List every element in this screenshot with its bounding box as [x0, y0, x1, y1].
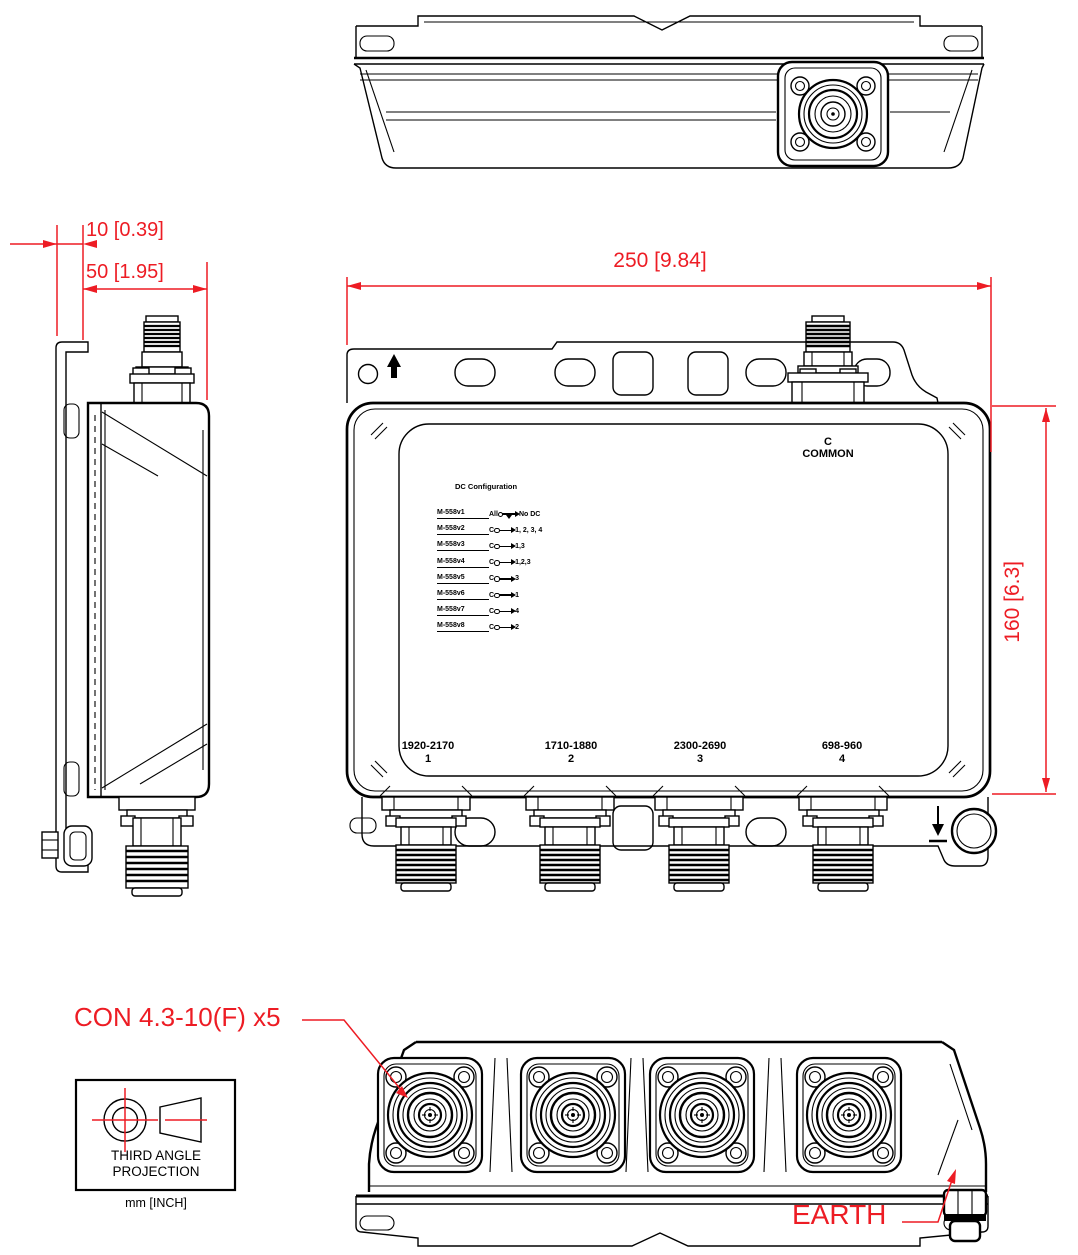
bottom-view-drawing — [355, 1040, 989, 1247]
third-angle-projection-symbol — [74, 1078, 237, 1192]
bottom-view-port1-flange — [376, 1056, 484, 1174]
dimension-lines — [10, 225, 1056, 1223]
front-view-drawing — [345, 315, 998, 893]
earth-callout: EARTH — [792, 1199, 887, 1230]
projection-label: THIRD ANGLE PROJECTION — [110, 1148, 202, 1179]
dimension-bracket-offset: 10 [0.39] — [86, 219, 164, 241]
dc-arrow-icon — [494, 574, 517, 584]
front-view-port3-connector — [653, 795, 745, 893]
common-port-label: C COMMON — [802, 436, 854, 460]
port4-label: 698-960 4 — [821, 740, 863, 765]
dc-arrow-icon — [494, 542, 517, 551]
earth-bolt — [942, 1188, 988, 1243]
front-view-port4-connector — [797, 795, 889, 893]
dc-arrow-icon — [494, 590, 517, 600]
dc-arrow-icon — [494, 558, 517, 568]
side-view-bottom-connector — [118, 796, 196, 897]
front-view-port2-connector — [524, 795, 616, 893]
dc-configuration-title: DC Configuration — [455, 482, 518, 491]
dc-arrow-icon — [494, 623, 517, 632]
bottom-view-port3-flange — [648, 1056, 756, 1174]
dimension-width: 250 [9.84] — [613, 249, 707, 272]
bottom-view-port4-flange — [795, 1056, 903, 1174]
port3-label: 2300-2690 3 — [673, 740, 727, 765]
connector-callout: CON 4.3-10(F) x5 — [74, 1002, 281, 1032]
port2-label: 1710-1880 2 — [544, 740, 598, 765]
earth-boss — [950, 807, 998, 855]
units-label: mm [INCH] — [125, 1196, 187, 1210]
top-view-connector-flange — [776, 60, 890, 168]
dc-arrow-icon — [494, 525, 517, 535]
top-view-drawing — [353, 15, 985, 169]
bottom-view-port2-flange — [519, 1056, 627, 1174]
front-view-port1-connector — [380, 795, 472, 893]
dimension-depth: 50 [1.95] — [86, 261, 164, 283]
dc-arrow-icon — [497, 509, 520, 519]
side-view-top-connector — [129, 315, 195, 404]
dc-block-icon — [505, 514, 512, 519]
orientation-arrow-icon — [387, 354, 401, 378]
front-view-common-connector — [787, 315, 869, 404]
earth-symbol-icon — [929, 806, 947, 843]
port1-label: 1920-2170 1 — [401, 740, 455, 765]
dimension-height: 160 [6.3] — [1001, 561, 1024, 643]
dc-arrow-icon — [494, 606, 517, 616]
side-view-drawing — [41, 315, 211, 897]
